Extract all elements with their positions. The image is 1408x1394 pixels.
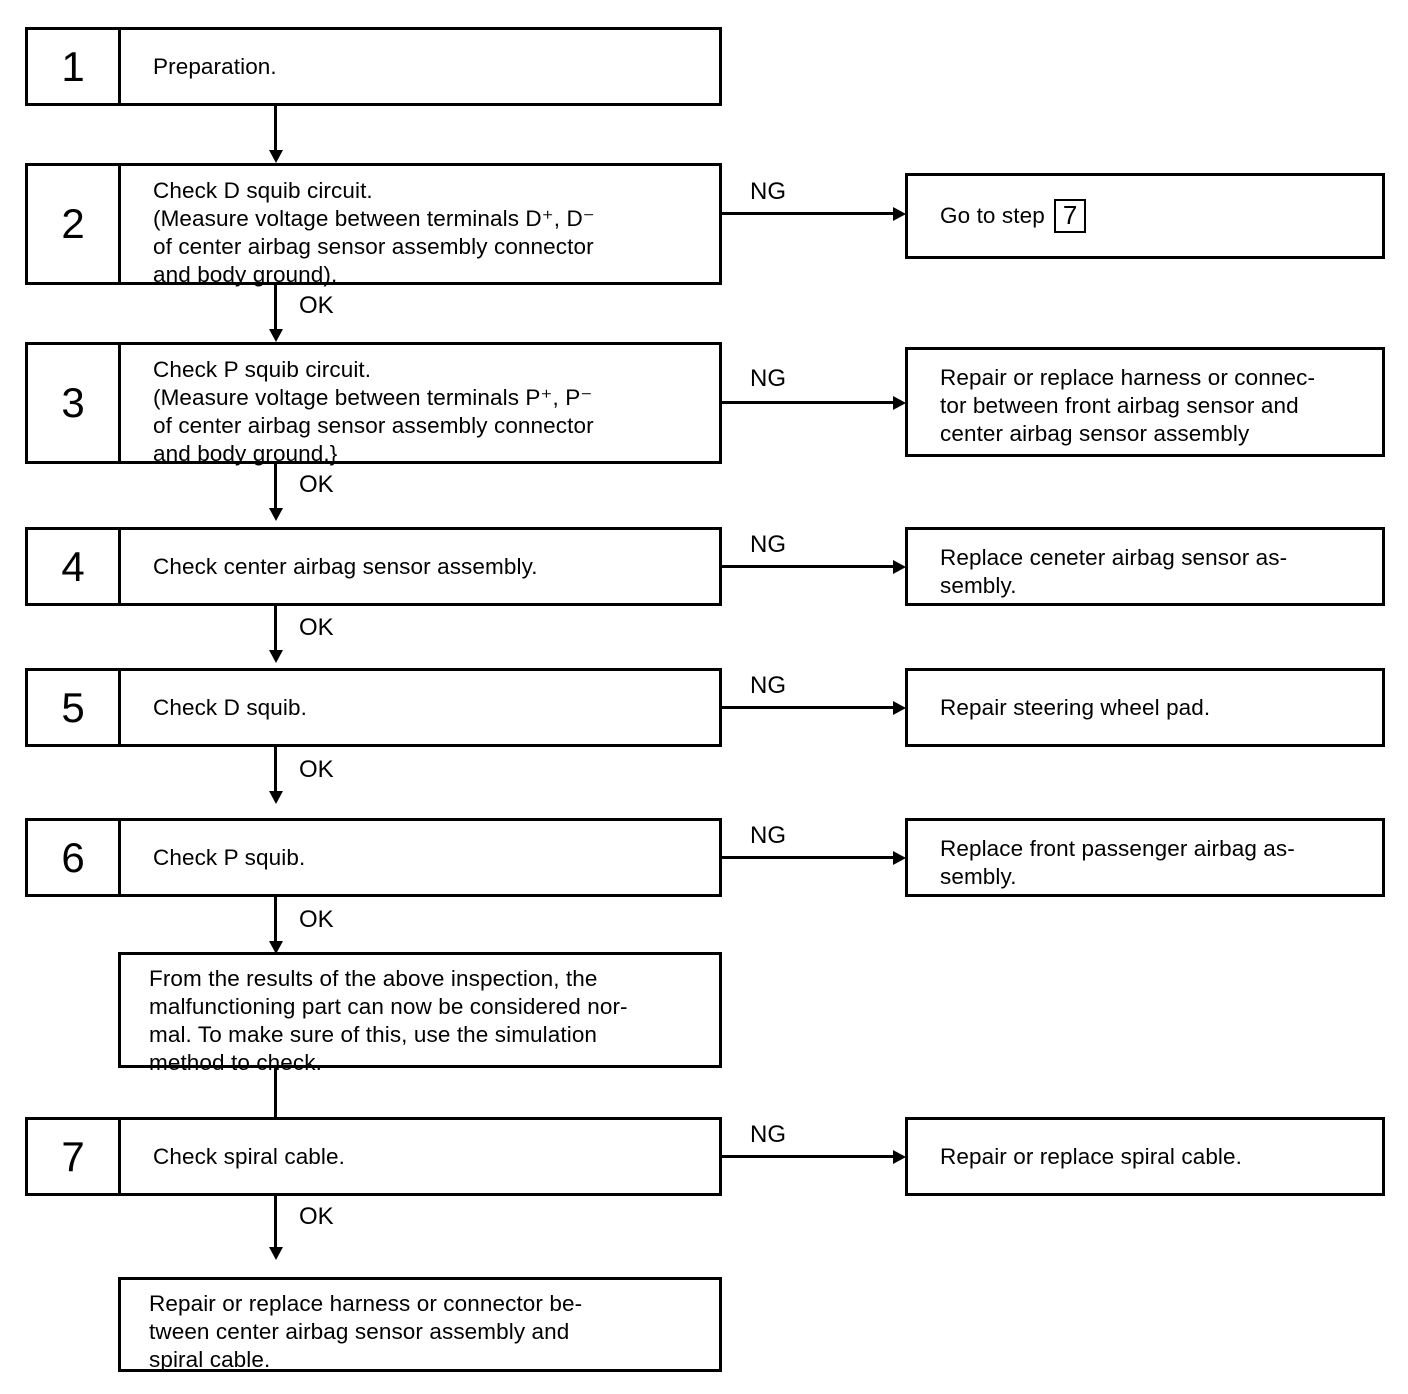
connector-step3-to-step4	[274, 464, 277, 512]
connector-step2-ng	[722, 212, 899, 215]
edge-label-ng-step2: NG	[750, 178, 786, 205]
arrow-down-icon-step4-step5	[269, 650, 283, 663]
step-5-number: 5	[28, 671, 121, 744]
step-4-ng-result-body: Replace ceneter airbag sensor as- sembly…	[908, 530, 1382, 603]
step-7-body: Check spiral cable.	[121, 1120, 719, 1193]
edge-label-ok-step5: OK	[299, 756, 334, 783]
step-4-ng-result-text: Replace ceneter airbag sensor as- sembly…	[940, 545, 1288, 598]
simulation-note-text: From the results of the above inspection…	[149, 966, 628, 1075]
step-1-box[interactable]: 1 Preparation.	[25, 27, 722, 106]
connector-step5-ng	[722, 706, 899, 709]
step-5-body: Check D squib.	[121, 671, 719, 744]
edge-label-ok-step4: OK	[299, 614, 334, 641]
connector-step6-ng	[722, 856, 899, 859]
step-3-ng-result-box[interactable]: Repair or replace harness or connec- tor…	[905, 347, 1385, 457]
goto-step-number[interactable]: 7	[1053, 199, 1087, 233]
step-7-box[interactable]: 7 Check spiral cable.	[25, 1117, 722, 1196]
step-4-text: Check center airbag sensor assembly.	[153, 553, 538, 579]
connector-note-to-step7	[274, 1068, 277, 1119]
step-4-ng-result-box[interactable]: Replace ceneter airbag sensor as- sembly…	[905, 527, 1385, 606]
simulation-note-box: From the results of the above inspection…	[118, 952, 722, 1075]
step-3-ng-result-body: Repair or replace harness or connec- tor…	[908, 350, 1382, 454]
step-7-number: 7	[28, 1120, 121, 1193]
step-3-number: 3	[28, 345, 121, 461]
goto-step-label: Go to step	[940, 203, 1045, 228]
arrow-down-icon-step1-step2	[269, 150, 283, 163]
connector-step1-to-step2	[274, 106, 277, 154]
arrow-right-icon-step3-ng	[893, 396, 906, 410]
arrow-down-icon-step7-final	[269, 1247, 283, 1260]
step-3-box[interactable]: 3 Check P squib circuit. (Measure voltag…	[25, 342, 722, 466]
step-2-box[interactable]: 2 Check D squib circuit. (Measure voltag…	[25, 163, 722, 287]
arrow-right-icon-step2-ng	[893, 207, 906, 221]
edge-label-ok-step6: OK	[299, 906, 334, 933]
final-action-text: Repair or replace harness or connector b…	[149, 1291, 583, 1372]
step-4-box[interactable]: 4 Check center airbag sensor assembly.	[25, 527, 722, 606]
step-7-ng-result-body: Repair or replace spiral cable.	[908, 1120, 1382, 1193]
step-7-text: Check spiral cable.	[153, 1143, 345, 1169]
step-6-ng-result-text: Replace front passenger airbag as- sembl…	[940, 836, 1295, 889]
step-5-ng-result-box[interactable]: Repair steering wheel pad.	[905, 668, 1385, 747]
connector-step3-ng	[722, 401, 899, 404]
step-6-text: Check P squib.	[153, 844, 306, 870]
step-4-body: Check center airbag sensor assembly.	[121, 530, 719, 603]
connector-step4-ng	[722, 565, 899, 568]
edge-label-ng-step7: NG	[750, 1121, 786, 1148]
arrow-right-icon-step6-ng	[893, 851, 906, 865]
step-6-ng-result-box[interactable]: Replace front passenger airbag as- sembl…	[905, 818, 1385, 897]
step-3-text: Check P squib circuit. (Measure voltage …	[153, 357, 594, 466]
step-2-number: 2	[28, 166, 121, 282]
arrow-down-icon-step6-note	[269, 941, 283, 954]
arrow-right-icon-step5-ng	[893, 701, 906, 715]
step-1-number: 1	[28, 30, 121, 103]
step-5-text: Check D squib.	[153, 694, 307, 720]
final-action-body: Repair or replace harness or connector b…	[121, 1280, 719, 1372]
arrow-right-icon-step4-ng	[893, 560, 906, 574]
edge-label-ng-step5: NG	[750, 672, 786, 699]
step-1-text: Preparation.	[153, 53, 277, 79]
step-5-box[interactable]: 5 Check D squib.	[25, 668, 722, 747]
connector-step4-to-step5	[274, 606, 277, 654]
arrow-right-icon-step7-ng	[893, 1150, 906, 1164]
step-2-body: Check D squib circuit. (Measure voltage …	[121, 166, 719, 287]
arrow-down-icon-step2-step3	[269, 329, 283, 342]
connector-step7-ng	[722, 1155, 899, 1158]
connector-step6-to-note	[274, 897, 277, 945]
edge-label-ok-step2: OK	[299, 292, 334, 319]
step-7-ng-result-text: Repair or replace spiral cable.	[940, 1143, 1242, 1169]
step-6-ng-result-body: Replace front passenger airbag as- sembl…	[908, 821, 1382, 894]
arrow-down-icon-step3-step4	[269, 508, 283, 521]
edge-label-ng-step6: NG	[750, 822, 786, 849]
step-6-number: 6	[28, 821, 121, 894]
step-5-ng-result-text: Repair steering wheel pad.	[940, 694, 1211, 720]
step-2-ng-result-box[interactable]: Go to step 7	[905, 173, 1385, 259]
arrow-down-icon-step5-step6	[269, 791, 283, 804]
simulation-note-body: From the results of the above inspection…	[121, 955, 719, 1075]
step-2-ng-result-body: Go to step 7	[908, 176, 1382, 256]
step-6-box[interactable]: 6 Check P squib.	[25, 818, 722, 897]
final-action-box: Repair or replace harness or connector b…	[118, 1277, 722, 1372]
edge-label-ok-step3: OK	[299, 471, 334, 498]
step-6-body: Check P squib.	[121, 821, 719, 894]
edge-label-ng-step3: NG	[750, 365, 786, 392]
step-5-ng-result-body: Repair steering wheel pad.	[908, 671, 1382, 744]
edge-label-ng-step4: NG	[750, 531, 786, 558]
step-4-number: 4	[28, 530, 121, 603]
connector-step7-to-final	[274, 1196, 277, 1251]
connector-step5-to-step6	[274, 747, 277, 795]
step-1-body: Preparation.	[121, 30, 719, 103]
step-3-body: Check P squib circuit. (Measure voltage …	[121, 345, 719, 466]
step-3-ng-result-text: Repair or replace harness or connec- tor…	[940, 365, 1316, 446]
connector-step2-to-step3	[274, 285, 277, 333]
step-7-ng-result-box[interactable]: Repair or replace spiral cable.	[905, 1117, 1385, 1196]
step-2-text: Check D squib circuit. (Measure voltage …	[153, 178, 595, 287]
edge-label-ok-step7: OK	[299, 1203, 334, 1230]
